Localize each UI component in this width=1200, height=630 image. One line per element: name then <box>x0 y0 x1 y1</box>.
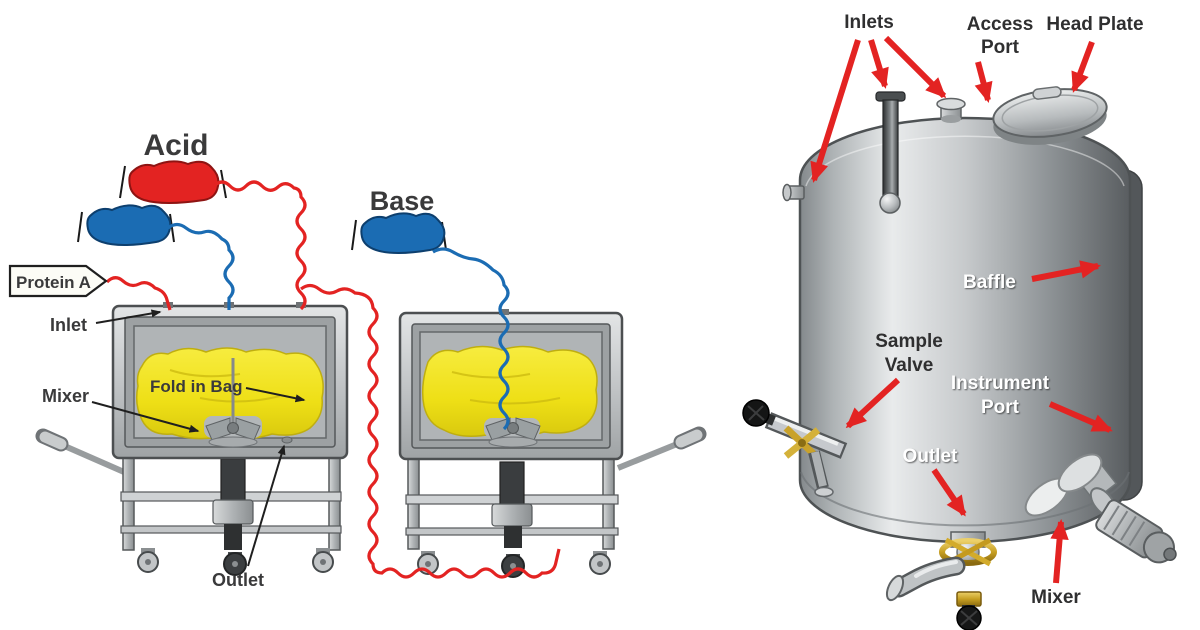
protein-a-tag: Protein A <box>8 264 108 298</box>
mixer-pedestal <box>499 461 525 507</box>
mixer-pedestal <box>220 458 246 506</box>
inlet-pointer-arrow <box>95 309 162 324</box>
side-inlet-nub <box>782 183 805 202</box>
single-use-bag <box>135 347 324 440</box>
mixer-label-tank: Mixer <box>1031 587 1081 608</box>
instrument-port-arrow <box>1048 401 1113 433</box>
inlets-arrow-middle <box>868 39 889 89</box>
inlets-arrow-right <box>883 35 947 99</box>
access-port-arrow <box>974 61 993 103</box>
caster-wheel <box>223 552 247 576</box>
base-bag <box>351 212 447 254</box>
cart-leg <box>328 455 341 551</box>
baffle-label: Baffle <box>963 272 1016 293</box>
dome-seam <box>805 135 1125 187</box>
outlet-flange <box>885 574 905 602</box>
tank-mixer-assembly <box>1024 453 1177 564</box>
acid-bag <box>119 160 227 204</box>
outlet-label-tank: Outlet <box>903 446 959 467</box>
buffer-tube-blue <box>167 222 235 310</box>
inlets-arrow-left <box>810 39 861 183</box>
fold-in-bag-label: Fold in Bag <box>150 377 243 396</box>
inlet-label: Inlet <box>50 315 87 335</box>
caster-wheel <box>589 551 611 575</box>
tri-clamp-ring <box>939 538 997 566</box>
base-tube <box>432 247 510 431</box>
mixer-carts-diagram: Acid Base Protein A Inlet Mixer Fold in … <box>8 129 707 590</box>
fold-in-bag-pointer-arrow <box>245 387 306 403</box>
head-plate-label: Head Plate <box>1046 14 1143 35</box>
single-use-bag <box>421 345 598 438</box>
caster-wheel <box>312 548 334 573</box>
sample-valve-arrow <box>845 377 901 429</box>
impeller-hub <box>227 422 239 434</box>
lid-handle <box>1032 86 1062 100</box>
baffle-arrow <box>1031 260 1102 282</box>
inlets-label: Inlets <box>844 12 894 33</box>
dip-tube-inlet <box>875 91 906 214</box>
instrument-port-label-line1: Instrument <box>951 373 1050 394</box>
outlet-arrow <box>931 468 967 517</box>
instrument-port-label-line2: Port <box>981 397 1020 418</box>
outlet-label-left: Outlet <box>212 570 264 590</box>
right-mixer-cart <box>398 309 707 578</box>
access-port-label-line2: Port <box>981 37 1020 58</box>
bag-outlet-port <box>281 436 293 444</box>
capped-inlet-port <box>936 97 966 123</box>
impeller-blade <box>485 417 511 441</box>
cart-handle-bar <box>616 439 684 471</box>
caster-wheel <box>501 554 525 578</box>
spray-ball <box>879 192 901 214</box>
sample-valve-assembly <box>742 399 848 498</box>
mixer-pointer-arrow <box>91 401 200 433</box>
mixer-motor-housing <box>1095 499 1177 564</box>
stainless-tank-diagram: Inlets Access Port Head Plate Baffle Sam… <box>742 12 1177 630</box>
inlet-port-stub <box>296 302 306 308</box>
sample-valve-label-line1: Sample <box>875 331 943 352</box>
cart-handle-grip <box>675 429 703 448</box>
acid-tube <box>212 180 307 311</box>
cart-handle-bar <box>58 441 126 475</box>
impeller-blade <box>205 417 231 441</box>
transfer-tube-red <box>300 283 561 579</box>
protein-a-tube <box>105 276 172 311</box>
mixer-motor <box>212 499 254 525</box>
head-plate-arrow <box>1071 40 1095 93</box>
access-port-label-line1: Access <box>967 14 1034 35</box>
caster-wheel <box>137 548 159 573</box>
impeller-hub <box>507 422 519 434</box>
left-mixer-cart <box>35 302 349 576</box>
mixer-motor <box>491 503 533 527</box>
protein-a-label: Protein A <box>16 273 91 292</box>
inlet-port-stub <box>499 309 509 315</box>
acid-label: Acid <box>143 129 208 162</box>
cart-leg <box>122 455 135 551</box>
mixer-arrow <box>1050 518 1069 584</box>
cart-handle-grip <box>39 431 67 450</box>
mixer-label-left: Mixer <box>42 386 89 406</box>
access-port-manway <box>992 86 1108 145</box>
outlet-pointer-line <box>247 444 286 567</box>
outlet-assembly <box>885 531 997 630</box>
mixer-lobe <box>1057 453 1103 493</box>
sample-valve-label-line2: Valve <box>885 355 934 376</box>
base-label: Base <box>370 186 435 216</box>
